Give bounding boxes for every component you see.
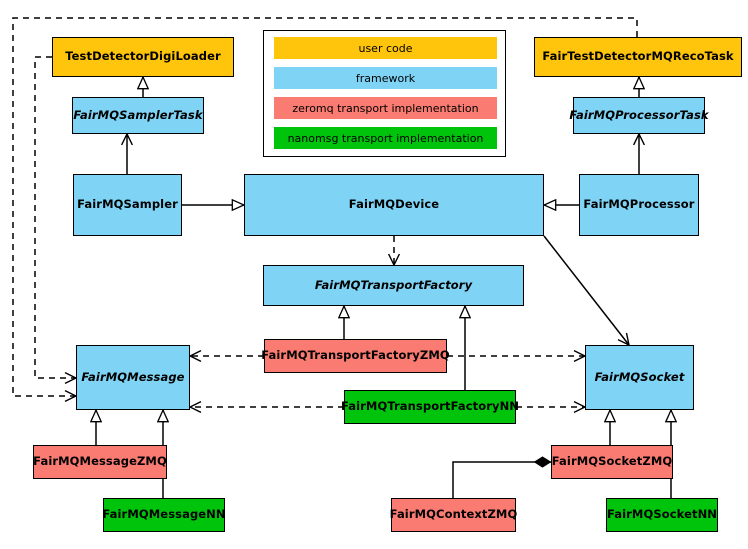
class-label: FairMQProcessorTask — [569, 107, 709, 122]
class-label: FairMQSamplerTask — [73, 107, 203, 122]
class-node-fairmqsamplertask[interactable]: FairMQSamplerTask — [72, 97, 204, 134]
class-label: FairMQSocketZMQ — [551, 454, 673, 469]
legend-label-user-code: user code — [358, 41, 413, 55]
class-node-fairmqprocessor[interactable]: FairMQProcessor — [579, 174, 699, 236]
legend-label-nanomsg: nanomsg transport implementation — [287, 131, 484, 145]
class-node-fairmqsocketzmq[interactable]: FairMQSocketZMQ — [551, 445, 673, 479]
class-node-fairmqcontextzmq[interactable]: FairMQContextZMQ — [389, 498, 518, 532]
class-label: FairMQSocketNN — [606, 507, 718, 522]
class-label: FairMQSampler — [77, 197, 178, 212]
edge-device-to-socket — [543, 235, 629, 345]
class-label: FairMQProcessor — [583, 197, 695, 212]
class-label: TestDetectorDigiLoader — [65, 49, 221, 64]
legend-label-framework: framework — [355, 71, 416, 85]
edge-digiloader-to-message — [34, 56, 76, 378]
class-node-fairtestdetectormqrecotask[interactable]: FairTestDetectorMQRecoTask — [534, 37, 742, 77]
class-node-fairmqmessagezmq[interactable]: FairMQMessageZMQ — [33, 445, 167, 479]
edge-recotask-to-message — [12, 17, 638, 396]
legend-item-zeromq: zeromq transport implementation — [274, 97, 497, 119]
class-label: FairMQMessageNN — [102, 507, 226, 522]
class-node-fairmqsampler[interactable]: FairMQSampler — [73, 174, 182, 236]
class-label: FairMQTransportFactory — [314, 277, 473, 292]
legend-panel: user code framework zeromq transport imp… — [263, 30, 506, 157]
legend-item-framework: framework — [274, 67, 497, 89]
legend-item-nanomsg: nanomsg transport implementation — [274, 127, 497, 149]
class-node-testdetectordigiloader[interactable]: TestDetectorDigiLoader — [52, 37, 234, 77]
class-node-fairmqtransportfactoryzmq[interactable]: FairMQTransportFactoryZMQ — [261, 339, 450, 373]
class-label: FairMQTransportFactoryZMQ — [261, 348, 450, 363]
class-label: FairMQContextZMQ — [389, 507, 518, 522]
class-label: FairMQMessage — [81, 369, 185, 384]
legend-item-user-code: user code — [274, 37, 497, 59]
class-label: FairMQDevice — [348, 197, 440, 212]
class-node-fairmqmessagenn[interactable]: FairMQMessageNN — [102, 498, 226, 532]
class-node-fairmqprocessortask[interactable]: FairMQProcessorTask — [569, 97, 709, 134]
class-label: FairMQTransportFactoryNN — [340, 399, 520, 414]
class-label: FairTestDetectorMQRecoTask — [542, 49, 734, 64]
class-node-fairmqtransportfactory[interactable]: FairMQTransportFactory — [263, 265, 524, 306]
class-node-fairmqtransportfactorynn[interactable]: FairMQTransportFactoryNN — [340, 390, 520, 424]
class-node-fairmqsocket[interactable]: FairMQSocket — [585, 345, 694, 410]
legend-label-zeromq: zeromq transport implementation — [292, 101, 479, 115]
edge-contextzmq-to-socketzmq — [452, 462, 551, 498]
class-label: FairMQMessageZMQ — [33, 454, 167, 469]
class-node-fairmqsocketnn[interactable]: FairMQSocketNN — [606, 498, 718, 532]
class-node-fairmqdevice[interactable]: FairMQDevice — [244, 174, 544, 236]
class-node-fairmqmessage[interactable]: FairMQMessage — [76, 345, 190, 410]
class-label: FairMQSocket — [594, 369, 685, 384]
